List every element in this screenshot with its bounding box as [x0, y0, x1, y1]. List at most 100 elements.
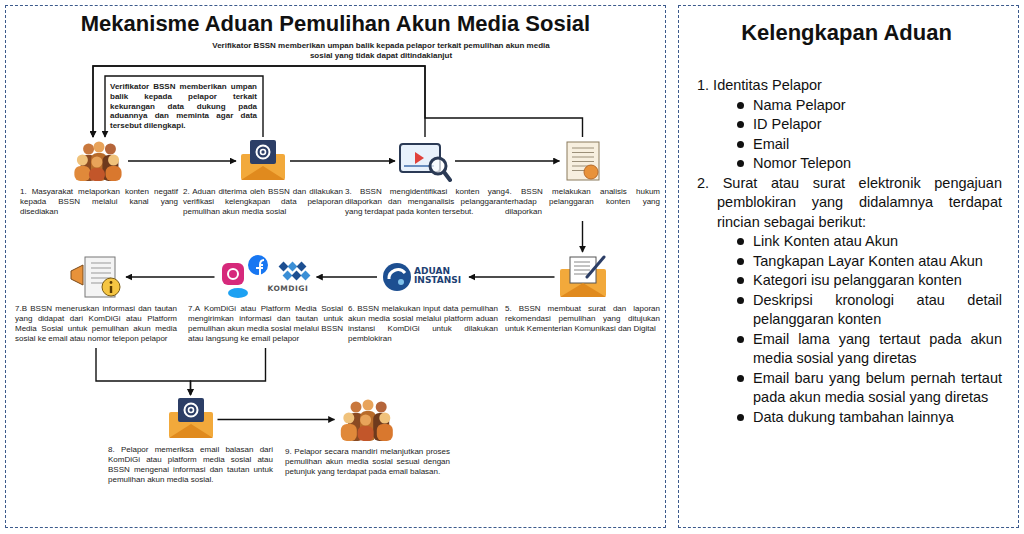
document: [567, 142, 599, 180]
flow-arrow: [455, 160, 560, 161]
person-body: [89, 168, 105, 181]
at-symbol: [257, 146, 270, 159]
step-caption: 6. BSSN melakukan input data pemulihan a…: [348, 304, 498, 344]
numbered-item: 1. Identitas Pelapor: [691, 76, 1002, 96]
bullet-dot: [737, 297, 744, 304]
flow-arrow: [317, 276, 378, 277]
person-head: [108, 155, 119, 166]
komdigi-mark: [278, 262, 288, 272]
process-step: ADUAN INSTANSI 6. BSSN melakukan input da…: [348, 255, 498, 344]
bullet-item: Email lama yang tertaut pada akun media …: [691, 330, 1002, 369]
process-step: 9. Pelapor secara mandiri melanjutkan pr…: [285, 398, 450, 477]
step-icon: KOMDIGI: [218, 255, 314, 299]
person-head: [94, 142, 105, 153]
magnifier-handle: [444, 172, 450, 180]
paper-line: [574, 262, 590, 263]
person-body: [340, 424, 356, 441]
envelope-flap: [169, 424, 213, 438]
step-caption: 7.B BSSN meneruskan informasi dan tautan…: [15, 304, 177, 344]
person-head: [379, 413, 390, 424]
document: [85, 257, 115, 297]
process-step: 3. BSSN mengidentifikasi konten yang dil…: [345, 140, 505, 217]
pen: [587, 257, 604, 277]
komdigi-mark: [287, 262, 297, 272]
person-head: [360, 415, 371, 426]
icon-drawing: [398, 140, 452, 182]
flow-arrow: [128, 160, 236, 161]
komdigi-mark: [282, 271, 292, 281]
aduan-logo: [383, 263, 411, 291]
flow-arrow: [126, 276, 215, 277]
bullet-dot: [737, 121, 744, 128]
diagram-title: Mekanisme Aduan Pemulihan Akun Media Sos…: [6, 11, 665, 37]
logo-text: ADUAN INSTANSI: [414, 267, 466, 286]
step-icon: [167, 398, 215, 440]
person-body: [106, 166, 122, 181]
process-step: 4. BSSN melakukan analisis hukum terhada…: [505, 140, 660, 217]
info-badge: [102, 278, 120, 296]
at-symbol-core: [188, 408, 193, 413]
flow-arrow: [218, 419, 335, 420]
facebook-logo: [248, 255, 268, 275]
at-symbol-core: [261, 150, 266, 155]
panel-box: Mekanisme Aduan Pemulihan Akun Media Sos…: [5, 5, 666, 528]
envelope-flap: [560, 283, 606, 297]
panel-heading: Kelengkapan Aduan: [691, 20, 1002, 46]
bullet-dot: [737, 414, 744, 421]
bullet-dot: [737, 160, 744, 167]
person-head: [77, 155, 88, 166]
step-caption: 1. Masyarakat melaporkan konten negatif …: [20, 187, 178, 217]
step-icon: [398, 140, 452, 182]
edge-label: Verifikator BSSN memberikan umpan balik …: [200, 41, 562, 61]
flow-arrow: [582, 221, 583, 252]
seal: [584, 165, 598, 179]
icon-drawing: [167, 398, 215, 440]
envelope-flap: [241, 166, 285, 180]
komdigi-mark: [300, 271, 310, 281]
at-symbol: [184, 404, 197, 417]
step-caption: 9. Pelapor secara mandiri melanjutkan pr…: [285, 447, 450, 477]
bullet-item: Kategori isu pelanggaran konten: [691, 271, 1002, 291]
person-body: [376, 424, 392, 441]
icon-drawing: [563, 140, 603, 182]
bullet-item: Deskripsi kronologi atau detail pelangga…: [691, 291, 1002, 330]
bullet-dot: [737, 238, 744, 245]
document-line: [91, 268, 111, 269]
bullet-dot: [737, 336, 744, 343]
panel-box: Kelengkapan Aduan1. Identitas PelaporNam…: [678, 5, 1019, 528]
document-line: [91, 263, 111, 264]
document-line: [572, 161, 594, 162]
bullet-dot: [737, 258, 744, 265]
komdigi-mark: [296, 262, 306, 272]
bullet-item: Nomor Telepon: [691, 154, 1002, 174]
bullet-item: Email: [691, 135, 1002, 155]
process-step: 2. Aduan diterima oleh BSSN dan dilakuka…: [183, 140, 343, 217]
bullet-dot: [737, 375, 744, 382]
numbered-item: 2. Surat atau surat elektronik pengajuan…: [691, 174, 1002, 233]
icon-drawing: [239, 140, 287, 182]
info-stem: [110, 286, 112, 293]
flow-arrow: [290, 160, 395, 161]
process-step: KOMDIGI7.A KomDiGi atau Platform Media S…: [188, 255, 343, 344]
step-caption: 4. BSSN melakukan analisis hukum terhada…: [505, 187, 660, 217]
icon-drawing: [558, 255, 608, 299]
bullet-dot: [737, 141, 744, 148]
bullet-item: Email baru yang belum pernah tertaut pad…: [691, 369, 1002, 408]
bullet-item: Tangkapan Layar Konten atau Akun: [691, 252, 1002, 272]
person-head: [375, 402, 386, 413]
info-dot: [110, 281, 113, 284]
icon-drawing: [338, 398, 398, 442]
letter-card: [250, 140, 276, 164]
person-head: [343, 413, 354, 424]
step-caption: 3. BSSN mengidentifikasi konten yang dil…: [345, 187, 505, 217]
megaphone: [71, 265, 83, 285]
step-icon: [563, 140, 603, 182]
process-step: 8. Pelapor memeriksa email balasan dari …: [108, 398, 273, 485]
edge-label: Verifikator BSSN memberikan umpan balik …: [110, 82, 257, 131]
aduan-dot: [398, 279, 404, 285]
icon-drawing: [73, 140, 125, 182]
step-icon: [558, 255, 608, 299]
flow-arrow: [191, 348, 266, 395]
facebook-f: [256, 260, 264, 275]
